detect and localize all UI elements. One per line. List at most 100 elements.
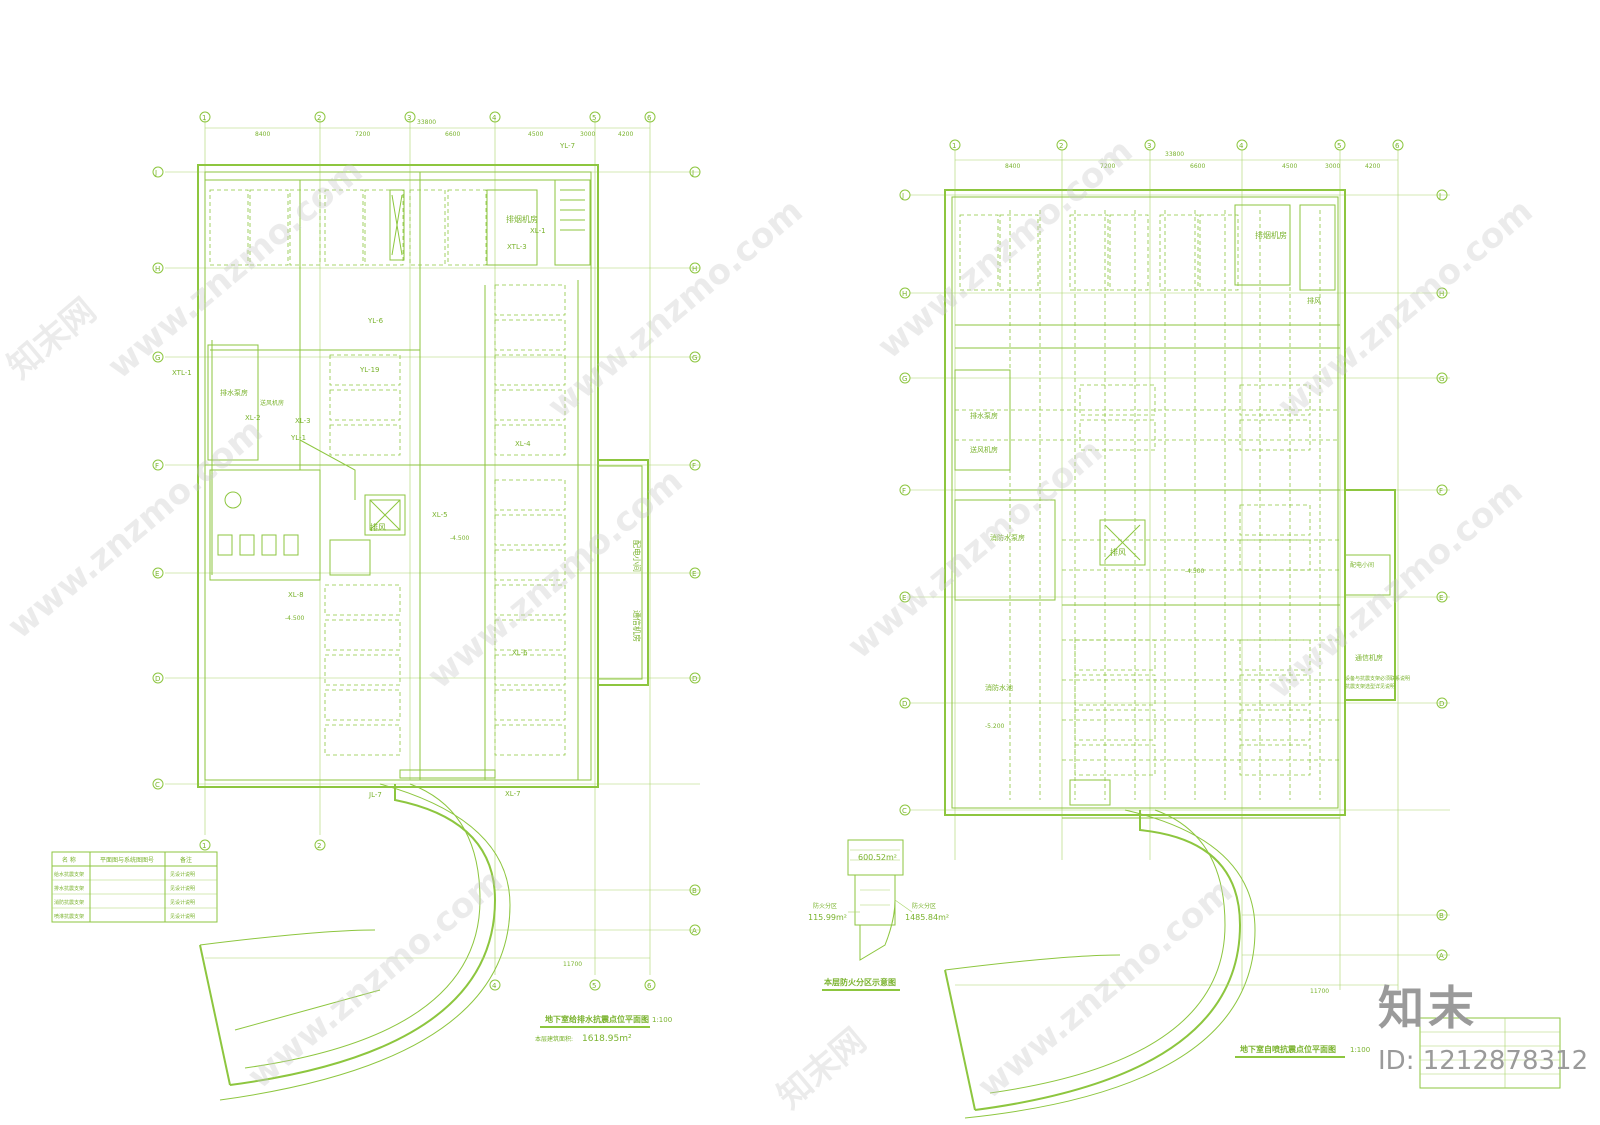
legend-header: 名 称	[62, 856, 76, 864]
left-top-dim: 7200	[355, 131, 370, 138]
right-plan: 排烟机房 排水泵房 送风机房 消防水泵房 消防水池 排风 排风 配电小间 通信机…	[808, 139, 1561, 1119]
watermark-text: www.znzmo.com	[540, 191, 810, 427]
right-top-dim: 7200	[1100, 163, 1115, 170]
axis-C: C	[155, 781, 160, 789]
brand-logo: 知末	[1378, 981, 1478, 1035]
fire-zone-title: 本层防火分区示意图	[823, 977, 896, 987]
right-sprinkler-grid	[955, 210, 1340, 819]
axis-A: A	[1439, 952, 1444, 960]
axis-B: B	[692, 887, 697, 895]
right-power-room-label: 配电小间	[1350, 561, 1374, 569]
watermarks: www.znzmo.com www.znzmo.com www.znzmo.co…	[0, 131, 1540, 1117]
left-room-labels: 排烟机房 排水泵房 送风机房 排风 配电小间 通信机房 -4.500 -4.50…	[220, 214, 642, 642]
right-dimensions: 33800 8400 7200 6600 4500 3000 4200 1170…	[955, 151, 1398, 995]
legend-cell: 排水抗震支架	[54, 885, 84, 892]
pipe-label: YL-6	[367, 317, 384, 325]
axis-C: C	[902, 807, 907, 815]
fire-zone-a-label: 防火分区	[813, 902, 837, 910]
axis-D: D	[902, 700, 907, 708]
right-plan-scale: 1:100	[1350, 1046, 1370, 1054]
legend-cell: 见设计说明	[170, 913, 195, 920]
axis-5: 5	[592, 982, 596, 990]
axis-H: H	[692, 265, 697, 273]
right-level-2: -5.200	[985, 723, 1005, 730]
right-parking	[959, 214, 1311, 776]
left-power-room-label: 配电小间	[632, 540, 642, 572]
left-axis-bubbles-top: 1 2 3 4 5 6	[199, 111, 656, 123]
axis-2: 2	[317, 842, 321, 850]
watermark-text: www.znzmo.com	[840, 431, 1110, 667]
brand-id: ID: 1212878312	[1378, 1046, 1589, 1076]
right-rooms	[954, 204, 1391, 806]
pipe-label: YL-7	[559, 142, 575, 150]
right-note: 抗震支架选型详见说明	[1345, 683, 1395, 690]
right-title-block: 地下室自喷抗震点位平面图 1:100	[1235, 1017, 1561, 1089]
axis-D: D	[155, 675, 160, 683]
axis-D: D	[1439, 700, 1444, 708]
legend-cell: 消防抗震支架	[54, 899, 84, 906]
right-fire-pool-label: 消防水池	[985, 683, 1013, 692]
left-legend-table: 名 称 平面图与系统图图号 备注 给水抗震支架 见设计说明 排水抗震支架 见设计…	[51, 851, 218, 923]
left-exhaust-room-label: 排烟机房	[506, 214, 538, 224]
axis-D: D	[692, 675, 697, 683]
left-top-dim: 3000	[580, 131, 595, 138]
pipe-label: XL-3	[295, 417, 311, 425]
left-axis-bubbles-side: J H G F E D C J H G F E D B A	[152, 166, 701, 936]
pipe-label: XL-5	[432, 511, 448, 519]
left-area-value: 1618.95m²	[582, 1034, 632, 1044]
legend-cell: 见设计说明	[170, 885, 195, 892]
axis-3: 3	[1147, 142, 1151, 150]
right-level-1: -4.500	[1185, 568, 1205, 575]
axis-E: E	[1439, 594, 1443, 602]
left-level-1: -4.500	[450, 535, 470, 542]
axis-1: 1	[202, 114, 206, 122]
legend-cell: 喷淋抗震支架	[54, 913, 84, 920]
axis-G: G	[692, 354, 697, 362]
watermark-cn: 知末网	[0, 291, 104, 387]
left-dimensions: 33800 8400 7200 6600 4500 3000 4200 1170…	[205, 119, 650, 968]
left-axis-bubbles-bottom: 1 2 4 5 6	[199, 839, 656, 991]
axis-6: 6	[647, 114, 652, 122]
axis-H: H	[1439, 290, 1444, 298]
axis-2: 2	[1059, 142, 1063, 150]
axis-F: F	[692, 462, 696, 470]
right-top-dim: 6600	[1190, 163, 1205, 170]
legend-header: 备注	[180, 856, 192, 864]
left-pump-room-label: 排水泵房	[220, 388, 248, 397]
right-fire-pump-room-label: 消防水泵房	[990, 533, 1025, 542]
axis-J: J	[154, 169, 157, 177]
left-area-label: 本层建筑面积:	[535, 1035, 573, 1043]
fire-zone-b-area: 1485.84m²	[905, 913, 949, 922]
axis-F: F	[1439, 487, 1443, 495]
axis-4: 4	[492, 982, 497, 990]
axis-E: E	[155, 570, 159, 578]
left-parking-mid	[324, 354, 401, 756]
right-room-labels: 排烟机房 排水泵房 送风机房 消防水泵房 消防水池 排风 排风 配电小间 通信机…	[970, 230, 1410, 730]
left-top-dim: 4500	[528, 131, 543, 138]
axis-6: 6	[1395, 142, 1400, 150]
left-plan: 排烟机房 排水泵房 送风机房 排风 配电小间 通信机房 -4.500 -4.50…	[51, 111, 701, 1101]
right-exhaust-fan-label: 排风	[1110, 547, 1126, 557]
pipe-label: YL-1	[290, 434, 306, 442]
left-comm-room-label: 通信机房	[632, 610, 642, 642]
left-walls	[197, 164, 649, 1101]
right-fresh-air-room-label: 送风机房	[970, 445, 998, 454]
fire-zone-c-area: 600.52m²	[858, 853, 897, 862]
left-plan-title: 地下室给排水抗震点位平面图	[545, 1014, 649, 1024]
left-rooms	[207, 179, 591, 779]
right-top-dim: 4200	[1365, 163, 1380, 170]
right-exhaust-fan-label-2: 排风	[1307, 296, 1321, 305]
axis-3: 3	[407, 114, 411, 122]
right-top-dim: 4500	[1282, 163, 1297, 170]
right-top-dim: 3000	[1325, 163, 1340, 170]
axis-4: 4	[1239, 142, 1244, 150]
axis-H: H	[155, 265, 160, 273]
pipe-label: YL-19	[359, 366, 380, 374]
legend-cell: 见设计说明	[170, 871, 195, 878]
fire-zone-diagram: 600.52m² 防火分区 115.99m² 防火分区 1485.84m² 本层…	[808, 839, 949, 991]
pipe-label: XL-4	[515, 440, 531, 448]
watermark-text: www.znzmo.com	[240, 861, 510, 1097]
axis-E: E	[902, 594, 906, 602]
